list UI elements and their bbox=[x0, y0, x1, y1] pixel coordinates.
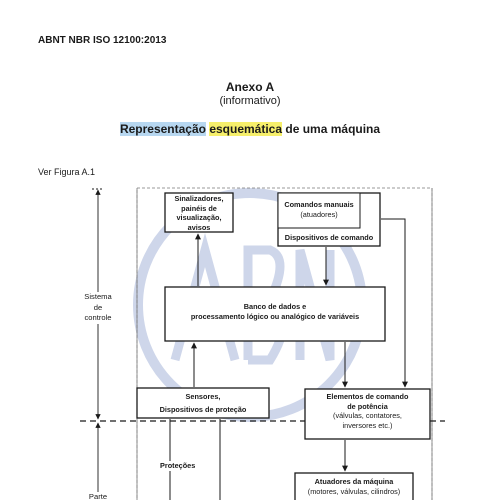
annex-title: Anexo A bbox=[225, 80, 275, 94]
actuators-label: Atuadores da máquina (motores, válvulas,… bbox=[307, 477, 401, 496]
processing-box bbox=[164, 286, 386, 342]
heading-word-representacao: Representação bbox=[119, 122, 206, 136]
manual-controls-label: Comandos manuais (atuadores) bbox=[284, 200, 354, 219]
annex-heading: Representação esquemática de uma máquina bbox=[0, 122, 500, 136]
control-system-label: Sistema de controle bbox=[72, 292, 124, 324]
heading-word-esquematica: esquemática bbox=[209, 122, 283, 136]
command-devices-label: Dispositivos de comando bbox=[284, 233, 374, 242]
actuators-box bbox=[294, 472, 414, 500]
arrow-commands-to-power bbox=[381, 218, 408, 388]
indicators-label: Sinalizadores, painéis de visualização, … bbox=[174, 194, 224, 232]
sensors-label: Sensores, Dispositivos de proteção bbox=[159, 392, 247, 414]
annex-subtitle: (informativo) bbox=[219, 95, 281, 107]
processing-label: Banco de dados e processamento lógico ou… bbox=[190, 302, 360, 321]
power-control-label: Elementos de comando de potência (válvul… bbox=[326, 392, 409, 430]
machine-part-label: Parte bbox=[80, 492, 116, 503]
power-control-box bbox=[304, 388, 431, 440]
figure-reference: Ver Figura A.1 bbox=[38, 167, 96, 177]
sensors-box bbox=[136, 387, 270, 419]
standard-id: ABNT NBR ISO 12100:2013 bbox=[38, 35, 167, 46]
indicators-box bbox=[164, 192, 234, 233]
heading-rest: de uma máquina bbox=[285, 122, 381, 136]
manual-controls-inner-box bbox=[277, 192, 361, 229]
protections-label: Proteções bbox=[160, 461, 210, 471]
